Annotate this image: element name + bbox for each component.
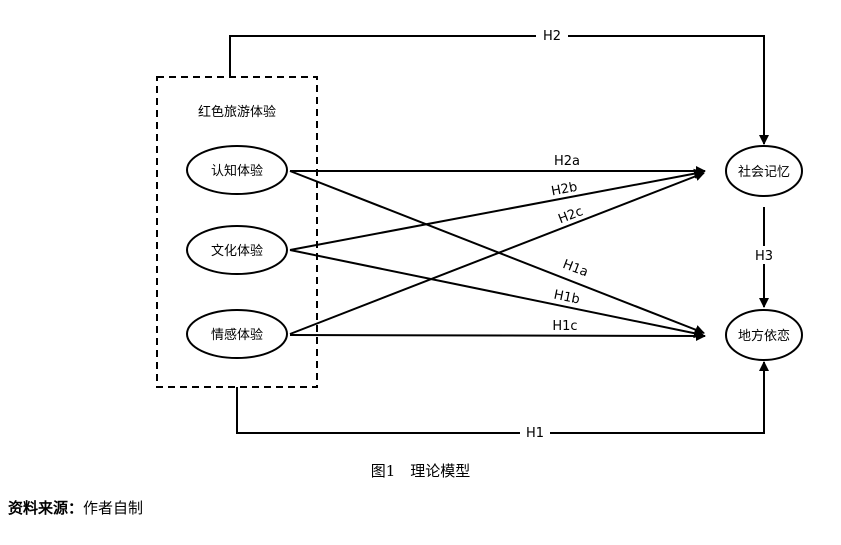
edge-h3-label: H3 [755, 249, 773, 264]
source-label: 资料来源： [8, 499, 84, 517]
edge-h1 [236, 361, 769, 434]
red-tourism-group-box [156, 76, 318, 388]
edge-h1-label: H1 [526, 426, 544, 441]
node-label: 地方依恋 [738, 328, 790, 344]
edge-h3-label-bg [750, 246, 778, 264]
edge-h2c [289, 171, 705, 335]
node-label: 认知体验 [211, 163, 263, 179]
source-text: 作者自制 [83, 499, 144, 517]
edge-h1b [289, 249, 704, 339]
edge-h1a-label: H1a [560, 257, 590, 280]
edge-h2 [229, 35, 769, 145]
edge-h1b-label: H1b [552, 288, 581, 308]
edge-h2b-label: H2b [550, 180, 579, 200]
node-social-memory: 社会记忆 [725, 145, 803, 197]
edge-h1-label-bg [520, 424, 550, 440]
node-label: 社会记忆 [738, 164, 790, 180]
edge-h2-label: H2 [543, 29, 561, 44]
edge-h2-label-bg [536, 27, 568, 43]
node-label: 文化体验 [211, 243, 263, 259]
node-cognitive-experience: 认知体验 [186, 145, 288, 195]
node-emotional-experience: 情感体验 [186, 309, 288, 359]
edge-h1c-label: H1c [552, 319, 577, 334]
group-title: 红色旅游体验 [198, 104, 276, 120]
node-place-attachment: 地方依恋 [725, 309, 803, 361]
source-note: 资料来源：作者自制 [8, 497, 143, 518]
node-cultural-experience: 文化体验 [186, 225, 288, 275]
edge-h2a-label: H2a [554, 154, 580, 169]
edge-h1c [289, 330, 706, 341]
figure-caption: 图1 理论模型 [370, 462, 471, 480]
node-label: 情感体验 [211, 327, 263, 343]
edge-h2b [289, 168, 704, 251]
edge-h1a [289, 170, 705, 335]
